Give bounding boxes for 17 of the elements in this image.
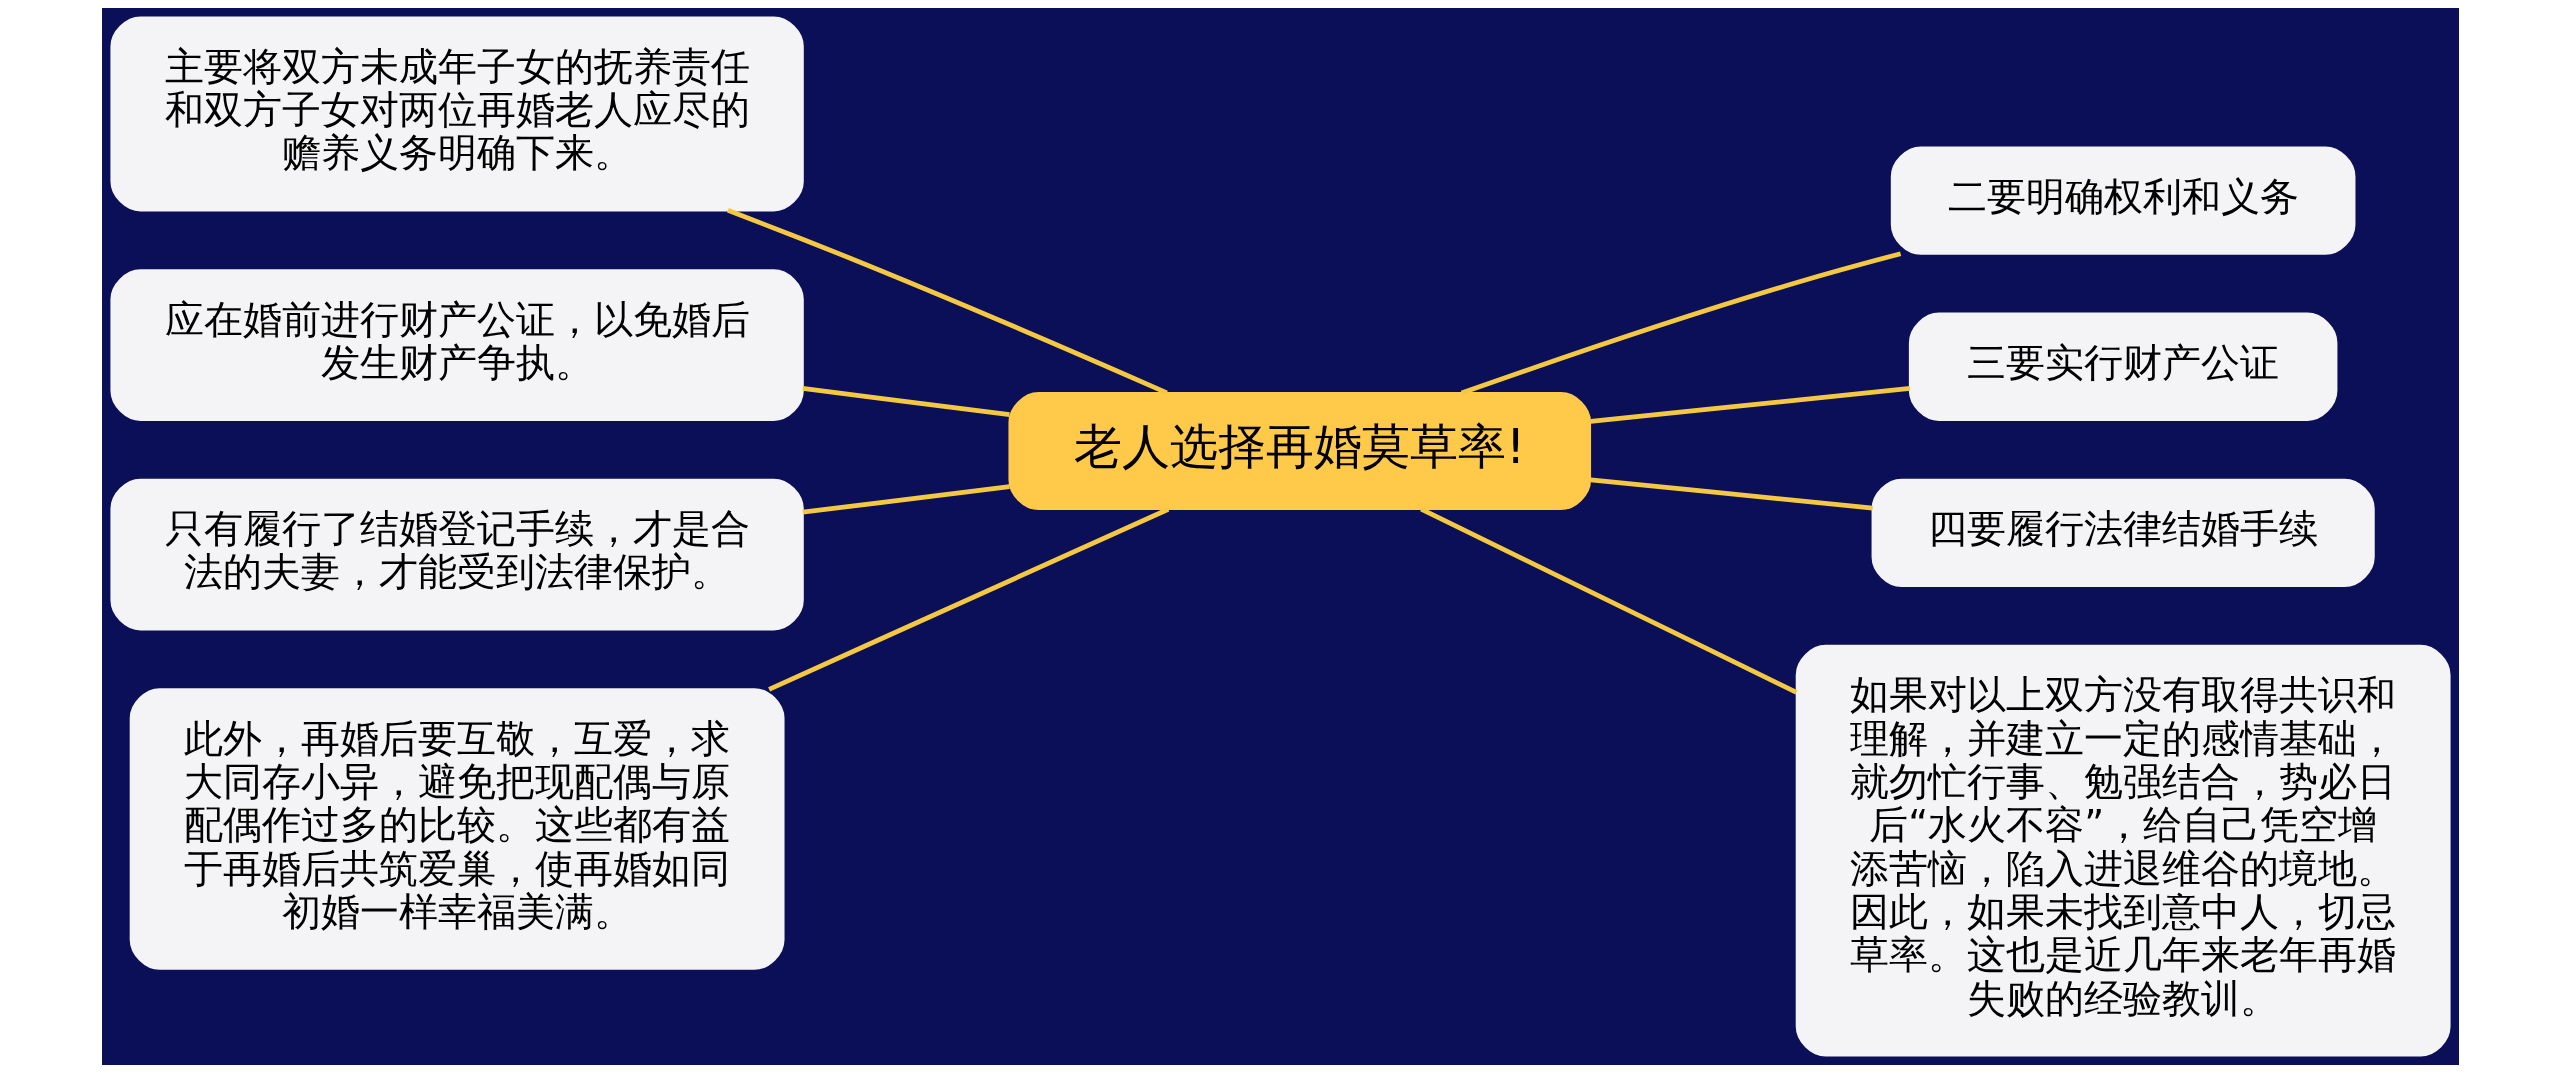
connector <box>801 386 1010 418</box>
connector <box>726 208 1168 396</box>
connector <box>1590 386 1910 424</box>
node-box: 四要履行法律结婚手续 <box>1871 478 2375 588</box>
node-box: 应在婚前进行财产公证，以免婚后发生财产争执。 <box>109 269 804 421</box>
node-box: 老人选择再婚莫草率! <box>1007 392 1591 510</box>
node-box: 只有履行了结婚登记手续，才是合法的夫妻，才能受到法律保护。 <box>109 478 804 631</box>
node-box: 此外，再婚后要互敬，互爱，求大同存小异，避免把现配偶与原配偶作过多的比较。这些都有益于再婚后共筑爱巢，使再婚如同初婚一样幸福美满。 <box>129 688 785 970</box>
connector <box>1590 477 1873 511</box>
connector <box>1419 507 1797 695</box>
node-box: 二要明确权利和义务 <box>1890 146 2355 255</box>
connector <box>1460 251 1901 396</box>
connector <box>767 507 1169 692</box>
node-box: 三要实行财产公证 <box>1908 312 2337 421</box>
node-box: 如果对以上双方没有取得共识和理解，并建立一定的感情基础，就勿忙行事、勉强结合，势必日后“水火不容”，给自己凭空增添苦恼，陷入进退维谷的境地。因此，如果未找到意中人，切忌草率。这也是近几年来老年再婚失败的经验教训。 <box>1795 644 2451 1057</box>
connector <box>801 484 1010 515</box>
node-box: 主要将双方未成年子女的抚养责任和双方子女对两位再婚老人应尽的赡养义务明确下来。 <box>109 16 804 212</box>
